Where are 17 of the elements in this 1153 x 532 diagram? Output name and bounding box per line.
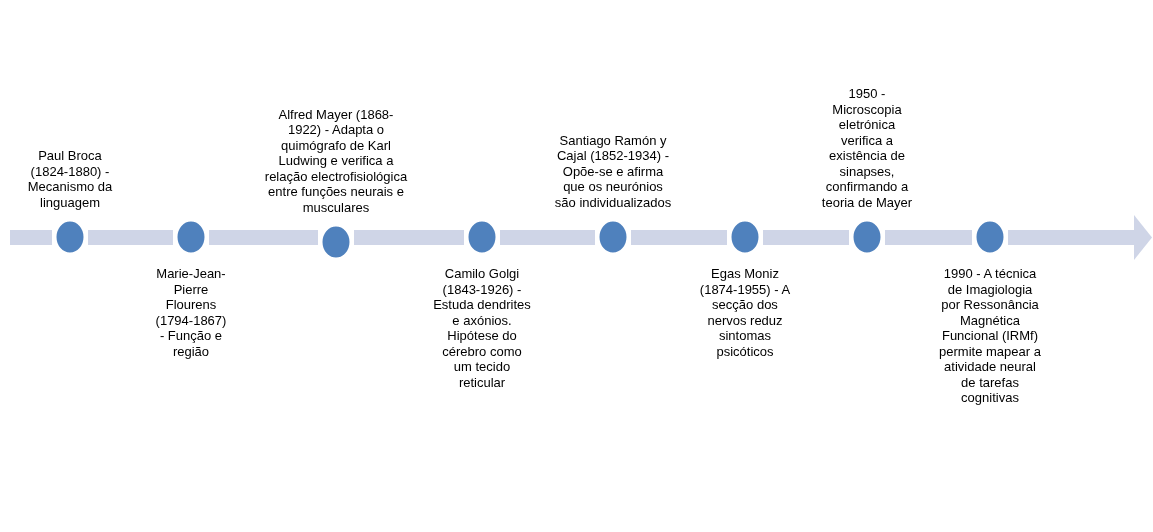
event-description: Marie-Jean-Pierre Flourens (1794-1867) - Função e região — [154, 266, 228, 359]
timeline-bar-segment — [10, 230, 52, 245]
timeline-bar-segment — [631, 230, 727, 245]
event-description: Paul Broca (1824-1880) - Mecanismo da linguagem — [26, 148, 114, 210]
timeline-bar-segment — [1008, 215, 1152, 260]
event-description: 1950 - Microscopia eletrónica verifica a existência de sinapses, confirmando a teoria de Mayer — [820, 86, 914, 210]
event-description: 1990 - A técnica de Imagiologia por Ressonância Magnética Funcional (IRMf) permite mapear a atividade neural de tarefas cognitivas — [938, 266, 1042, 406]
event-description: Camilo Golgi (1843-1926) - Estuda dendrites e axónios. Hipótese do cérebro como um tecido reticular — [433, 266, 531, 390]
timeline-bar-segment — [88, 230, 173, 245]
timeline-bar-segment — [500, 230, 595, 245]
timeline-bar-segment — [354, 230, 464, 245]
timeline-bar-segment — [209, 230, 318, 245]
timeline-bar-segment — [763, 230, 849, 245]
event-description: Egas Moniz (1874-1955) - A secção dos nervos reduz sintomas psicóticos — [698, 266, 792, 359]
timeline-bar-segment — [885, 230, 972, 245]
event-description: Alfred Mayer (1868-1922) - Adapta o quimógrafo de Karl Ludwing e verifica a relação electrofisiológica entre funções neurais e musculares — [263, 106, 409, 215]
event-description: Santiago Ramón y Cajal (1852-1934) - Opõe-se e afirma que os neurónios são individualizados — [553, 132, 673, 210]
